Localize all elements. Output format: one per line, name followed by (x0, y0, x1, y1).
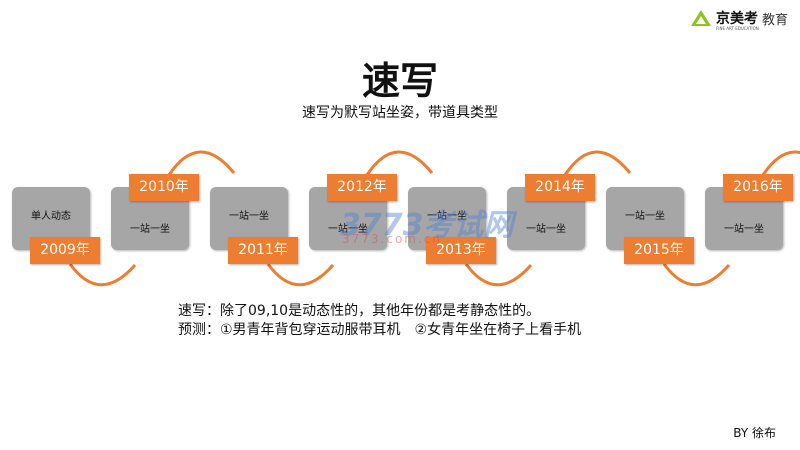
timeline-year-label: 2013年 (426, 237, 496, 264)
notes: 速写：除了09,10是动态性的，其他年份都是考静态性的。 预测：①男青年背包穿运… (178, 302, 581, 340)
logo-tagline: FINE ART EDUCATION (716, 26, 759, 31)
timeline-arc (662, 263, 731, 287)
timeline-year-label: 2015年 (624, 237, 694, 264)
byline: BY 徐布 (733, 426, 776, 440)
timeline-box-text: 一站一坐 (526, 224, 566, 235)
timeline-arc (365, 150, 434, 176)
timeline-arc (167, 150, 236, 176)
timeline-box-text: 一站一坐 (328, 224, 368, 235)
notes-line-1: 速写：除了09,10是动态性的，其他年份都是考静态性的。 (178, 303, 541, 319)
timeline-box-text: 一站一坐 (427, 211, 467, 222)
slide-title: 速写 (361, 59, 438, 103)
notes-line-2: 预测：①男青年背包穿运动服带耳机 ②女青年坐在椅子上看手机 (178, 322, 582, 338)
timeline-arc (68, 263, 137, 287)
timeline-year-label: 2012年 (327, 174, 397, 201)
timeline-year-label: 2009年 (30, 237, 100, 264)
timeline-year-label: 2016年 (723, 174, 793, 201)
timeline-arc (761, 150, 800, 176)
timeline-year-label: 2011年 (228, 237, 298, 264)
logo-triangle-icon (691, 10, 711, 26)
watermark-url: 3773.com.cn (342, 232, 442, 246)
watermark: 3773考试网 (340, 208, 514, 243)
timeline-arc (266, 263, 335, 287)
timeline-arc (563, 150, 632, 176)
timeline-box-text: 一站一坐 (130, 224, 170, 235)
timeline-arc (464, 263, 533, 287)
timeline-year-label: 2014年 (525, 174, 595, 201)
timeline-year-label: 2010年 (129, 174, 199, 201)
logo: 京美考教育 FINE ART EDUCATION (690, 8, 789, 31)
timeline-box-text: 一站一坐 (625, 211, 665, 222)
timeline-box-text: 一站一坐 (724, 224, 764, 235)
logo-brand: 京美考 (716, 11, 758, 27)
slide-subtitle: 速写为默写站坐姿，带道具类型 (302, 105, 498, 121)
timeline-box-text: 单人动态 (31, 211, 71, 222)
timeline-box-text: 一站一坐 (229, 211, 269, 222)
logo-suffix: 教育 (762, 12, 789, 28)
